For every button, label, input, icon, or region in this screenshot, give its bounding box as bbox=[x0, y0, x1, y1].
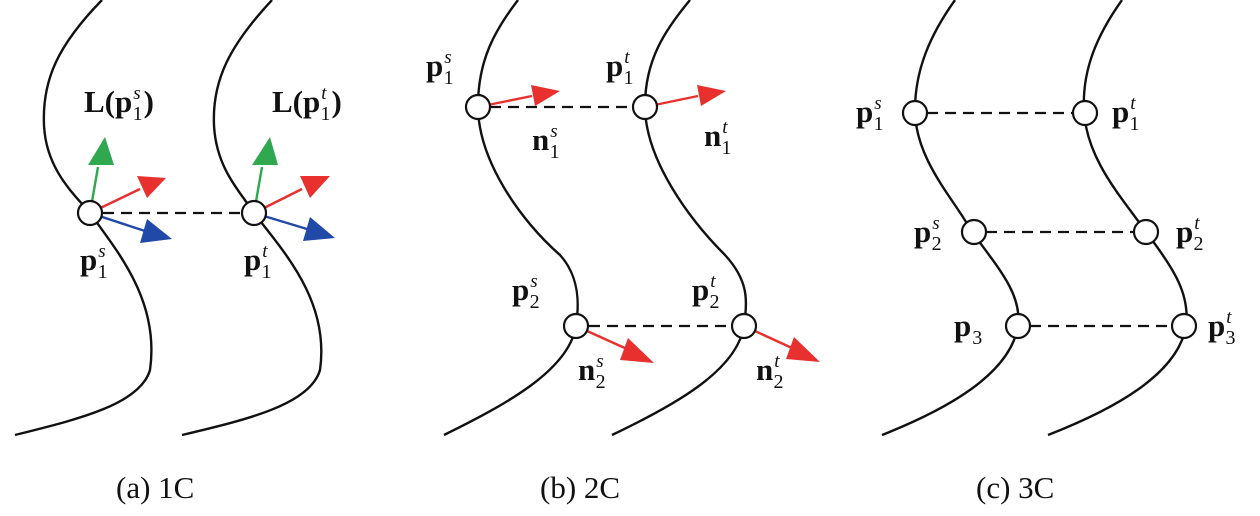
source-frame bbox=[88, 137, 172, 243]
point-p1-source bbox=[464, 93, 492, 121]
point-p2-target bbox=[730, 312, 758, 340]
point-p1-target bbox=[631, 93, 659, 121]
label-p3: p3 bbox=[954, 308, 982, 349]
point-p3-source bbox=[1004, 312, 1032, 340]
normal-n1-target-arrowhead bbox=[697, 85, 726, 106]
point-p1-target bbox=[240, 199, 268, 227]
target-curve bbox=[1047, 0, 1188, 437]
normal-n2-target-arrowhead bbox=[786, 337, 820, 362]
caption-1c: (a) 1C bbox=[116, 470, 194, 505]
red-arrowhead bbox=[300, 176, 330, 198]
green-arrowhead bbox=[88, 137, 114, 165]
blue-arrowhead bbox=[303, 217, 335, 241]
green-arrowhead bbox=[252, 137, 278, 165]
point-p2-target bbox=[1132, 218, 1160, 246]
caption-2c: (b) 2C bbox=[540, 470, 620, 505]
point-p3-target bbox=[1170, 312, 1198, 340]
point-p1-source bbox=[901, 99, 929, 127]
normal-n1-source-arrowhead bbox=[531, 85, 560, 106]
normal-n2-source-arrowhead bbox=[620, 338, 654, 363]
source-curve bbox=[443, 0, 579, 437]
point-p1-source bbox=[76, 199, 104, 227]
red-arrowhead bbox=[137, 176, 166, 198]
blue-arrowhead bbox=[140, 219, 172, 243]
point-p2-source bbox=[960, 218, 988, 246]
target-curve bbox=[611, 0, 748, 437]
point-p2-source bbox=[562, 312, 590, 340]
point-p1-target bbox=[1071, 99, 1099, 127]
source-curve bbox=[881, 0, 1020, 437]
caption-3c: (c) 3C bbox=[976, 470, 1054, 505]
